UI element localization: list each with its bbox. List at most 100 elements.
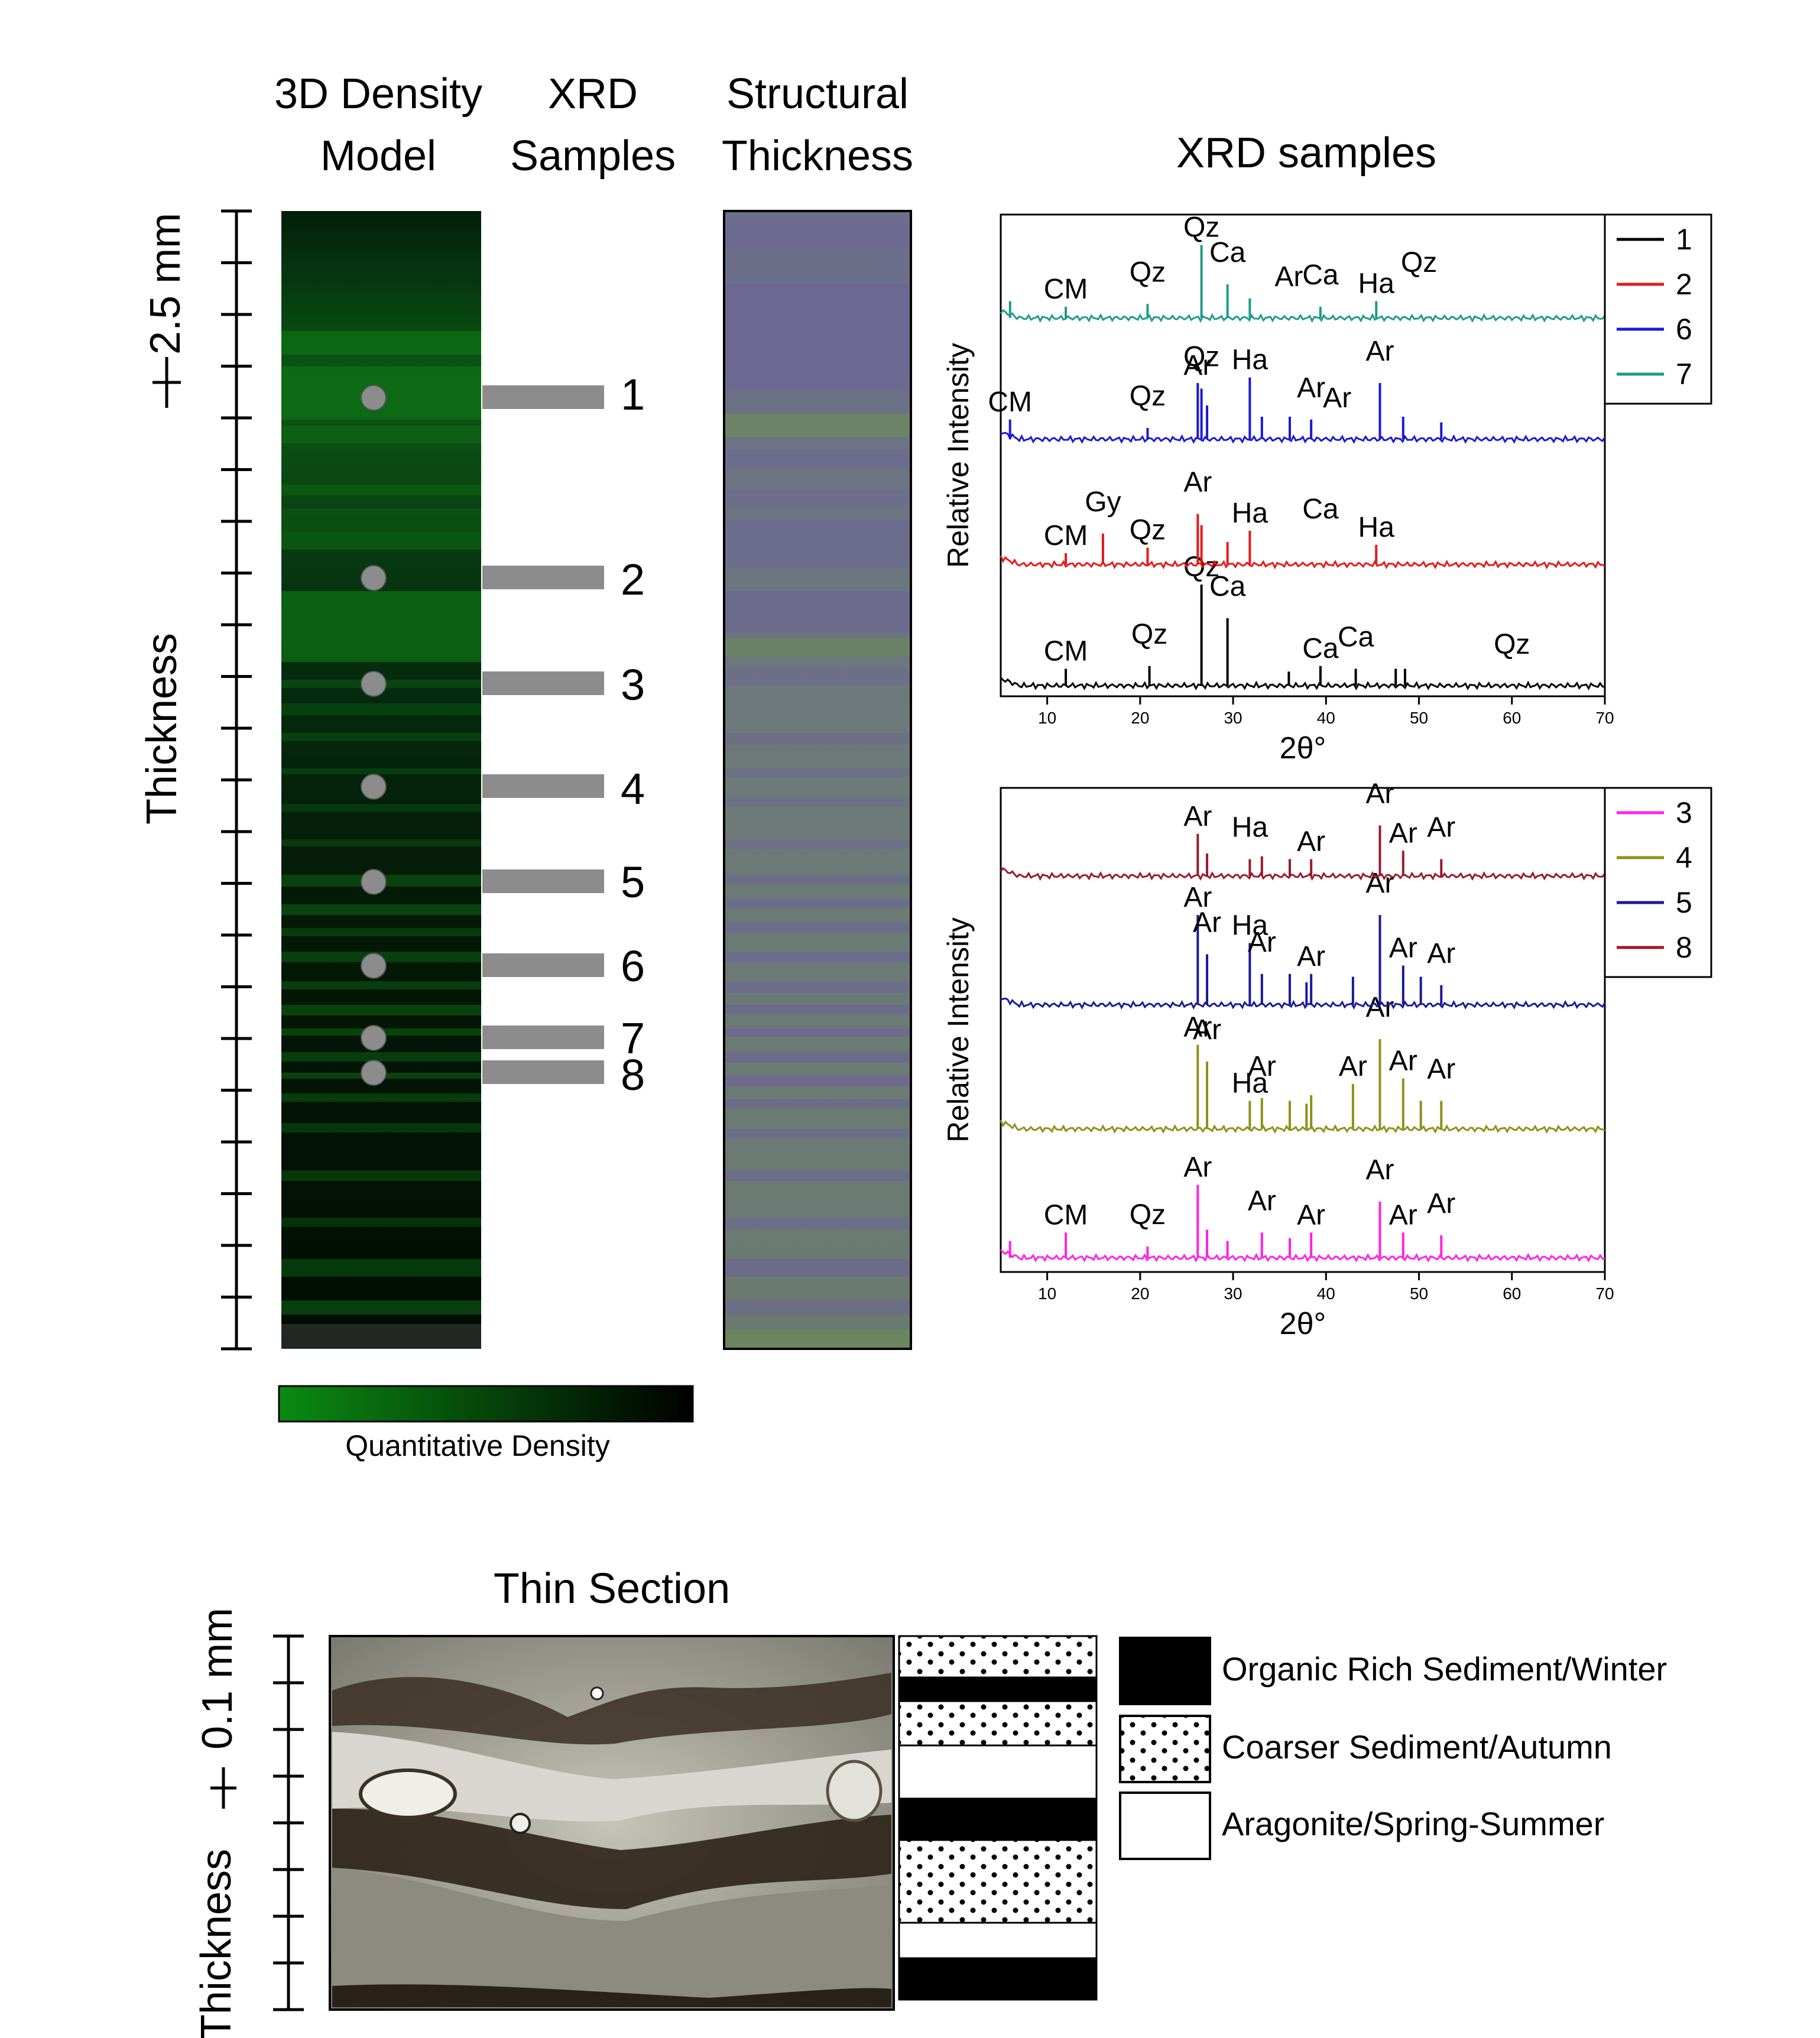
sample-bar [482,671,604,695]
legend-swatch-coarse [1119,1715,1211,1783]
peak-label: Ar [1323,382,1351,414]
density-band [281,591,481,662]
peak-label: Ar [1366,778,1394,810]
structural-band [725,1330,910,1348]
peak-label: Ar [1427,812,1455,843]
peak-label: Qz [1494,629,1530,660]
lithology-layer-aragonite [898,1922,1098,1959]
peak-label: Ca [1209,571,1246,602]
density-band [281,1324,481,1349]
lithology-layer-aragonite [898,1744,1098,1800]
peak-label: Ha [1232,498,1269,529]
lithology-layer-coarse [898,1635,1098,1679]
density-band [281,1300,481,1315]
density-band [281,532,481,550]
density-band [281,733,481,741]
structural-band [725,875,910,884]
peak-label: Ar [1366,336,1394,367]
lithology-layer-organic [898,1957,1098,2001]
thin-section-title: Thin Section [494,1565,730,1612]
lithology-layer-organic [898,1676,1098,1702]
peak-label: Ar [1389,817,1417,849]
peak-label: Ha [1232,1068,1269,1099]
sample-bar [482,869,604,893]
sample-number: 2 [621,555,645,604]
peak-label: Ar [1389,933,1417,964]
sample-number: 4 [621,764,645,813]
series-line-4 [1000,1119,1605,1134]
x-tick-label: 20 [1131,709,1149,727]
peak-label: Ha [1232,345,1269,376]
legend-label: Organic Rich Sediment/Winter [1222,1650,1667,1687]
legend-swatch-organic [1119,1637,1211,1705]
xrd-panel-title: XRD samples [1176,129,1436,177]
structural-band [725,733,910,745]
thin-section-ruler [273,1634,304,2011]
structural-band [725,668,910,686]
peak-label: Ar [1183,882,1212,913]
peak-label: Ha [1232,910,1269,942]
structural-band [725,981,910,993]
structural-band [725,922,910,933]
sample-number: 3 [621,660,645,709]
x-tick-label: 60 [1503,1284,1521,1303]
sample-point [361,774,387,800]
sample-number: 8 [621,1050,645,1099]
structural-band [725,1005,910,1014]
structural-band [725,798,910,806]
structural-band [725,1099,910,1108]
x-tick-label: 40 [1317,1284,1335,1303]
density-band [281,768,481,774]
density-bands [281,331,481,1349]
structural-band [725,768,910,778]
legend-label: 3 [1676,796,1692,829]
density-band [281,703,481,715]
peak-label: Ca [1209,237,1246,268]
structural-band [725,1300,910,1315]
structural-band [725,449,910,467]
peak-label: Ar [1183,1012,1212,1043]
structural-band [725,839,910,849]
density-band [281,1093,481,1102]
density-band [281,1052,481,1062]
structural-header-line1: Structural [726,70,909,118]
legend-label: 4 [1676,841,1692,874]
peak-label: Ar [1339,1051,1367,1082]
x-tick-label: 50 [1410,1284,1428,1303]
sample-bar [482,385,604,409]
sample-point [361,953,387,979]
density-band [281,331,481,355]
structural-thickness-image [723,210,912,1350]
legend-label: 2 [1676,268,1692,301]
density-band [281,1005,481,1015]
density-band [281,1218,481,1227]
sample-point [361,671,387,697]
xrd-header-line1: XRD [548,70,638,118]
peak-label: Ar [1248,1051,1276,1082]
peak-label: Ar [1297,1199,1325,1231]
peak-label: Ar [1248,927,1276,958]
peak-label: Qz [1130,381,1166,412]
legend-label: 8 [1676,931,1692,964]
structural-band [725,1076,910,1086]
peak-label: CM [1044,636,1088,667]
series-line-7 [1000,309,1606,323]
structural-band [725,1052,910,1063]
series-line-8 [1000,867,1606,881]
sample-bar [482,1060,604,1084]
x-tick-label: 70 [1595,1284,1614,1303]
density-band [281,426,481,443]
density-band [281,928,481,936]
x-tick-label: 40 [1317,709,1335,727]
density-band [281,804,481,812]
legend-label: 5 [1676,886,1692,919]
x-tick-label: 20 [1131,1284,1149,1303]
thin-section-thickness-label: Thickness [193,1849,240,2038]
sample-point [361,565,387,591]
y-axis-label: Relative Intensity [942,343,975,568]
structural-band [725,225,910,248]
series-line-1 [1000,677,1605,691]
